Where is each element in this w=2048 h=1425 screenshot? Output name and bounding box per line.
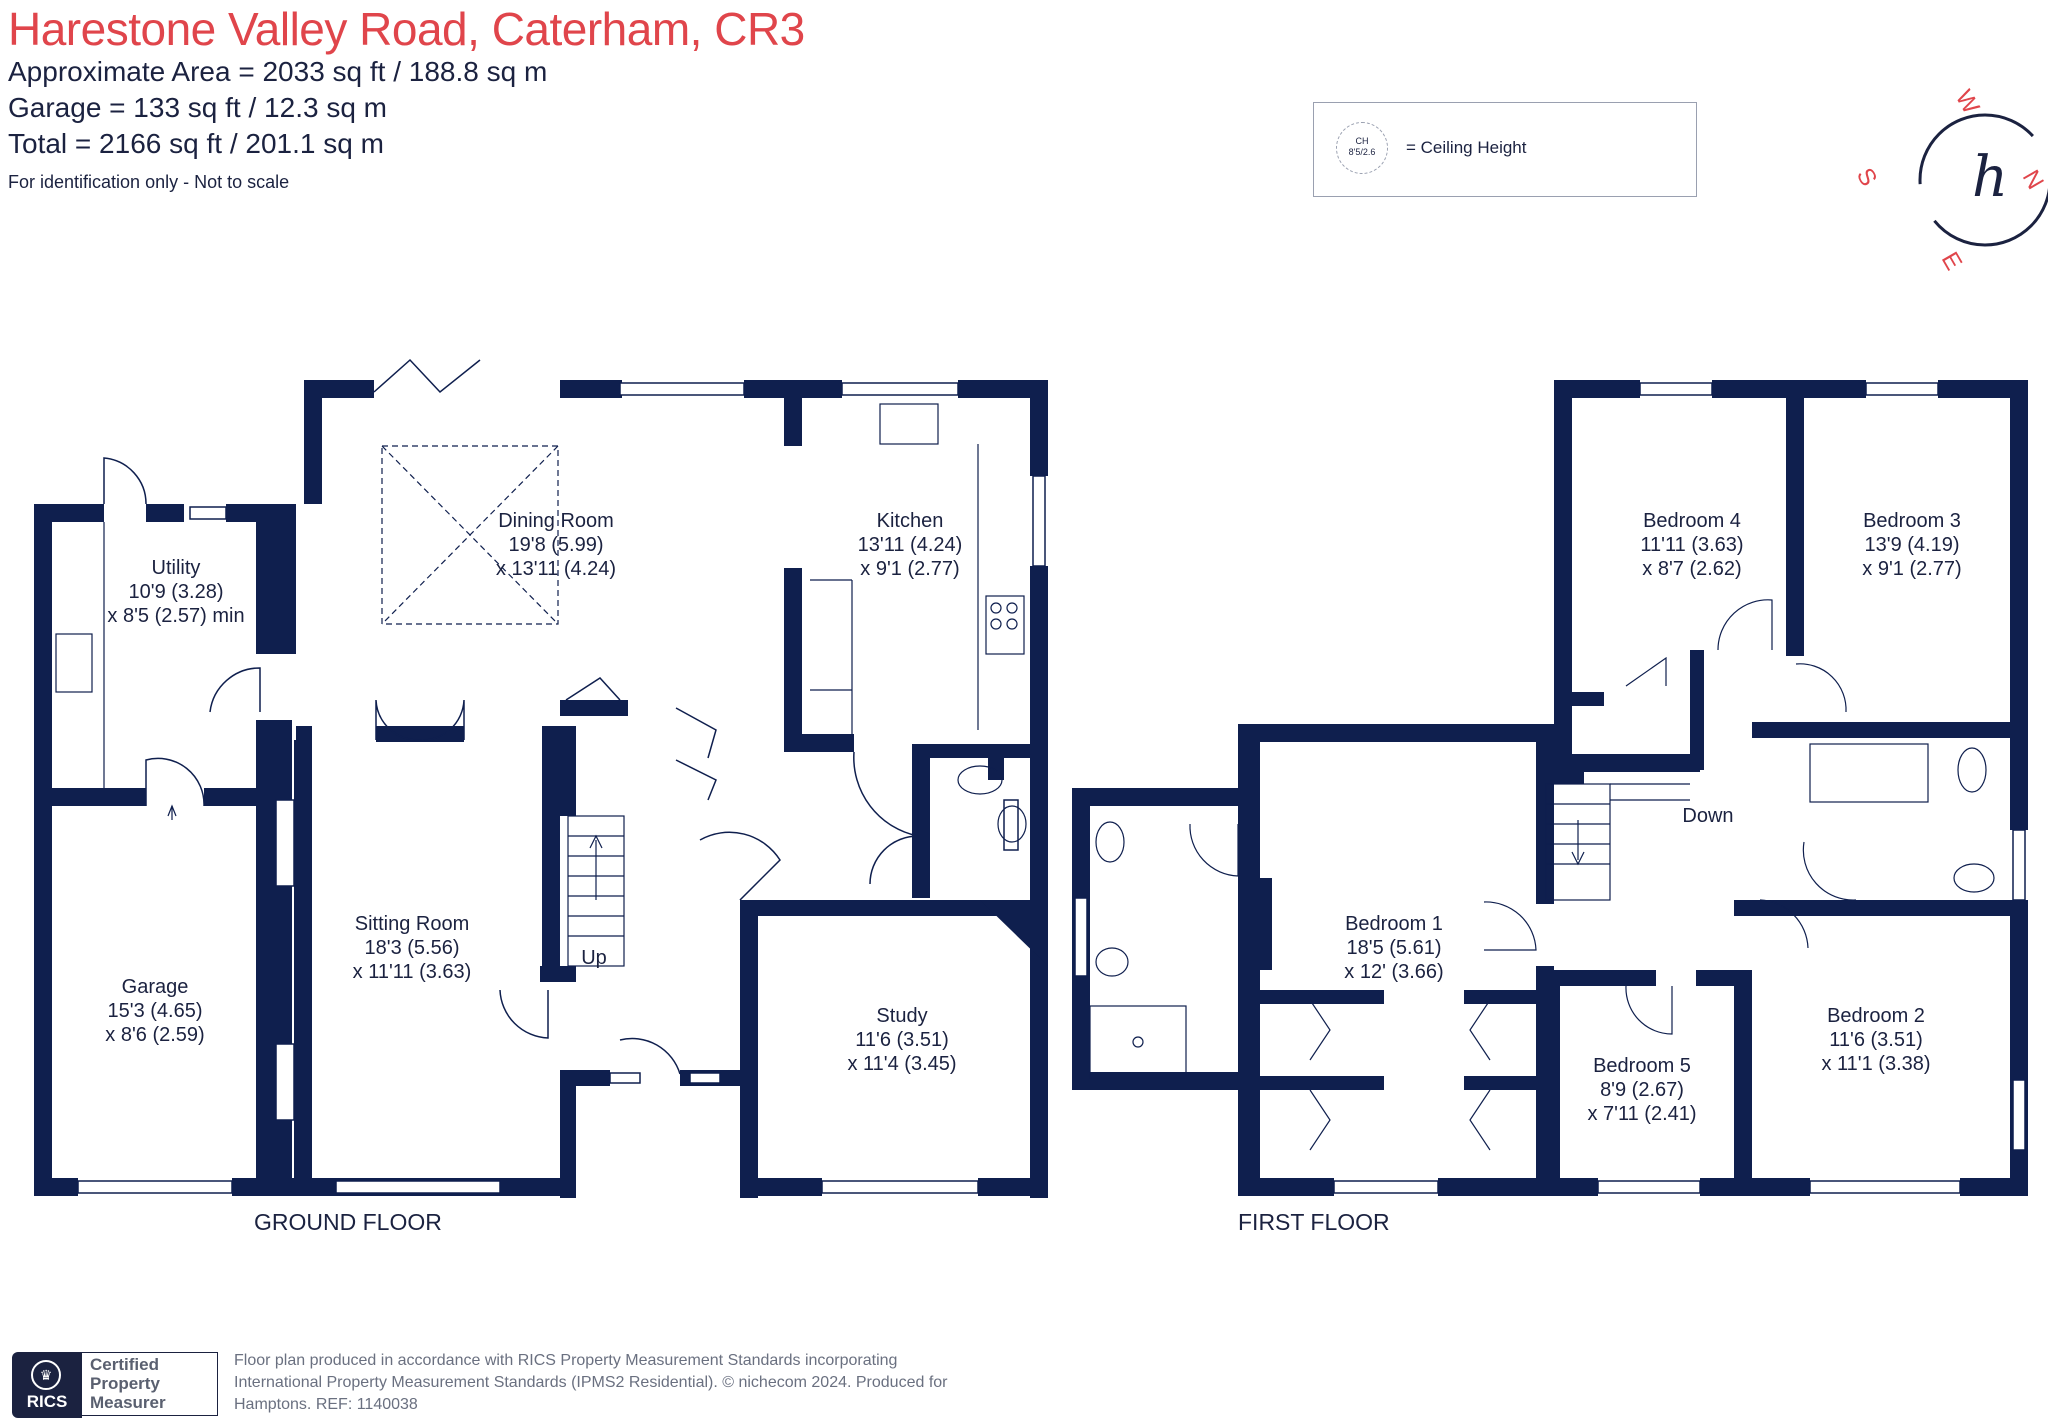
footer-line-1: Floor plan produced in accordance with R… [234, 1352, 898, 1369]
ceiling-height-symbol: CH 8'5/2.6 [1336, 122, 1388, 174]
staircase-down [1545, 783, 1611, 901]
kitchen-sink [879, 403, 939, 445]
garage-area: Garage = 133 sq ft / 12.3 sq m [8, 92, 387, 123]
room-bed5-dim2: x 7'11 (2.41) [1587, 1103, 1696, 1125]
room-bed1-name: Bedroom 1 [1345, 913, 1443, 935]
bathroom-toilet [1957, 747, 1987, 793]
ensuite-basin [1095, 821, 1125, 863]
room-bed1-dim1: 18'5 (5.61) [1347, 937, 1442, 959]
room-kitchen-dim2: x 9'1 (2.77) [860, 558, 959, 580]
staircase-up [567, 815, 625, 967]
ground-floor-doors [103, 358, 919, 1075]
room-bed3-name: Bedroom 3 [1863, 510, 1961, 532]
rics-logo-block: ♛ RICS [12, 1352, 82, 1418]
ensuite-toilet [1095, 947, 1129, 977]
compass-logo: h [1972, 145, 2008, 210]
compass: W N E S h [1851, 86, 2048, 275]
rics-certified-badge: ♛ RICS Certified Property Measurer [12, 1352, 220, 1418]
footer-text: Floor plan produced in accordance with R… [234, 1350, 1034, 1416]
room-bed3-dim2: x 9'1 (2.77) [1862, 558, 1961, 580]
bath [1809, 743, 1929, 803]
compass-s: S [1851, 164, 1882, 191]
room-dining-name: Dining Room [498, 510, 614, 532]
shower-tray [1089, 1005, 1187, 1079]
room-bed4-dim2: x 8'7 (2.62) [1642, 558, 1741, 580]
first-floor-walls [1072, 380, 2028, 1196]
ground-floor-labels: Utility 10'9 (3.28) x 8'5 (2.57) min Din… [105, 510, 962, 1235]
utility-sink [55, 633, 93, 693]
room-bed2-name: Bedroom 2 [1827, 1005, 1925, 1027]
ground-floor-windows [77, 382, 1046, 1194]
room-kitchen-dim1: 13'11 (4.24) [858, 534, 963, 556]
hob [985, 595, 1025, 655]
room-bed5-dim1: 8'9 (2.67) [1600, 1079, 1684, 1101]
skylight [381, 445, 559, 625]
room-dining-dim2: x 13'11 (4.24) [496, 558, 616, 580]
bathroom-basin [1953, 863, 1995, 893]
room-bed4-dim1: 11'11 (3.63) [1640, 534, 1743, 556]
room-sitting-name: Sitting Room [355, 913, 470, 935]
wc-toilet [957, 765, 1003, 795]
room-study-dim2: x 11'4 (3.45) [847, 1053, 956, 1075]
room-dining-dim1: 19'8 (5.99) [509, 534, 604, 556]
wc-basin [997, 805, 1027, 843]
rics-text: RICS [26, 1392, 68, 1411]
ceiling-height-legend: CH 8'5/2.6 = Ceiling Height [1313, 102, 1697, 197]
cert-line-1: Certified [90, 1355, 159, 1374]
ground-floor-fixtures [55, 403, 1027, 967]
stairs-down-label: Down [1682, 805, 1733, 827]
room-bed3-dim1: 13'9 (4.19) [1865, 534, 1960, 556]
room-study-dim1: 11'6 (3.51) [855, 1029, 949, 1051]
total-area: Total = 2166 sq ft / 201.1 sq m [8, 128, 384, 159]
ground-floor-label: GROUND FLOOR [254, 1209, 442, 1235]
compass-e: E [1936, 248, 1967, 275]
ceiling-height-symbol-ch: CH [1355, 136, 1369, 146]
room-garage-dim2: x 8'6 (2.59) [105, 1024, 204, 1046]
room-study-name: Study [876, 1005, 927, 1027]
room-bed1-dim2: x 12' (3.66) [1344, 961, 1443, 983]
rics-lion-icon: ♛ [31, 1360, 61, 1390]
room-kitchen-name: Kitchen [877, 510, 944, 532]
stairs-up-label: Up [581, 947, 607, 969]
certified-property-measurer: Certified Property Measurer [82, 1352, 218, 1416]
room-utility-name: Utility [152, 557, 201, 579]
compass-n: N [2017, 166, 2048, 195]
room-bed2-dim2: x 11'1 (3.38) [1821, 1053, 1930, 1075]
cert-line-3: Measurer [90, 1393, 166, 1412]
first-floor-labels: Bedroom 4 11'11 (3.63) x 8'7 (2.62) Bedr… [1238, 510, 1962, 1235]
room-sitting-dim2: x 11'11 (3.63) [353, 961, 472, 983]
approx-area: Approximate Area = 2033 sq ft / 188.8 sq… [8, 56, 548, 87]
room-bed4-name: Bedroom 4 [1643, 510, 1741, 532]
room-bed2-dim1: 11'6 (3.51) [1829, 1029, 1923, 1051]
page-title: Harestone Valley Road, Caterham, CR3 [8, 3, 805, 55]
room-utility-dim2: x 8'5 (2.57) min [107, 605, 244, 627]
ceiling-height-symbol-value: 8'5/2.6 [1348, 147, 1376, 157]
first-floor-label: FIRST FLOOR [1238, 1209, 1390, 1235]
first-floor-windows [1074, 382, 2026, 1194]
room-garage-dim1: 15'3 (4.65) [108, 1000, 203, 1022]
ground-floor-walls [34, 380, 1048, 1198]
first-floor-fixtures [1089, 599, 1995, 1151]
ceiling-height-label: = Ceiling Height [1406, 138, 1527, 157]
room-bed5-name: Bedroom 5 [1593, 1055, 1691, 1077]
room-sitting-dim1: 18'3 (5.56) [365, 937, 460, 959]
disclaimer: For identification only - Not to scale [8, 172, 290, 192]
cert-line-2: Property [90, 1374, 160, 1393]
room-utility-dim1: 10'9 (3.28) [129, 581, 224, 603]
footer-line-2: International Property Measurement Stand… [234, 1374, 948, 1391]
footer-line-3: Hamptons. REF: 1140038 [234, 1396, 418, 1413]
room-garage-name: Garage [122, 976, 189, 998]
